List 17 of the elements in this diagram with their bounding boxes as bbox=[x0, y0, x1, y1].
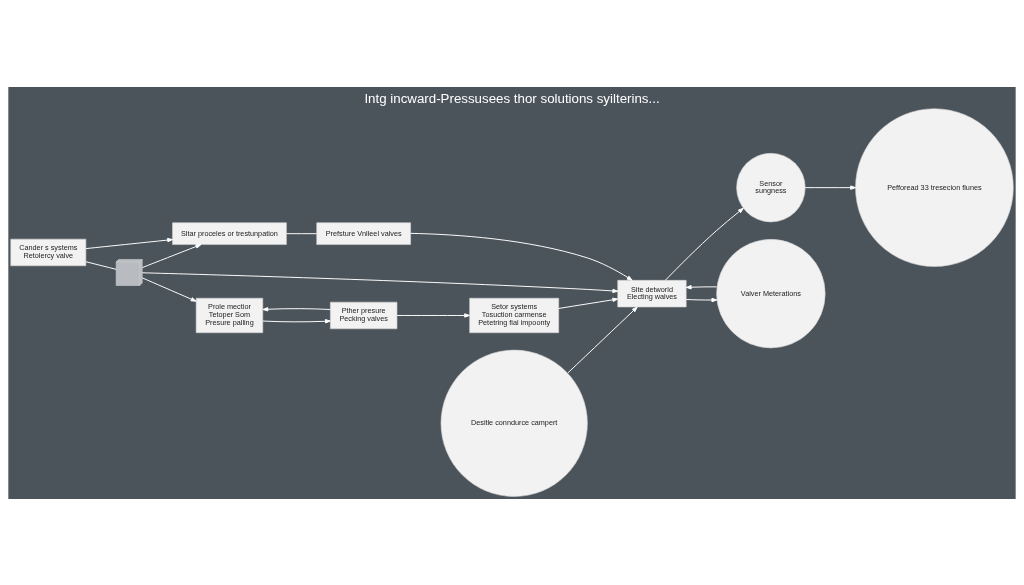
connector bbox=[286, 232, 318, 234]
arrow bbox=[396, 312, 471, 318]
arrow bbox=[558, 297, 619, 309]
arrow bbox=[685, 297, 718, 302]
arrow bbox=[410, 232, 633, 281]
arrow bbox=[664, 207, 744, 281]
arrow bbox=[804, 184, 856, 190]
arrow bbox=[262, 318, 331, 323]
arrow bbox=[141, 276, 197, 302]
diagram-title: Intg incward-Pressusees thor solutions syilterins... bbox=[364, 90, 660, 106]
arrow bbox=[685, 284, 718, 289]
arrow bbox=[141, 271, 619, 293]
arrow bbox=[262, 306, 331, 311]
connector bbox=[85, 260, 117, 270]
arrow bbox=[141, 243, 202, 268]
arrow bbox=[85, 237, 173, 249]
arrow bbox=[567, 306, 638, 373]
